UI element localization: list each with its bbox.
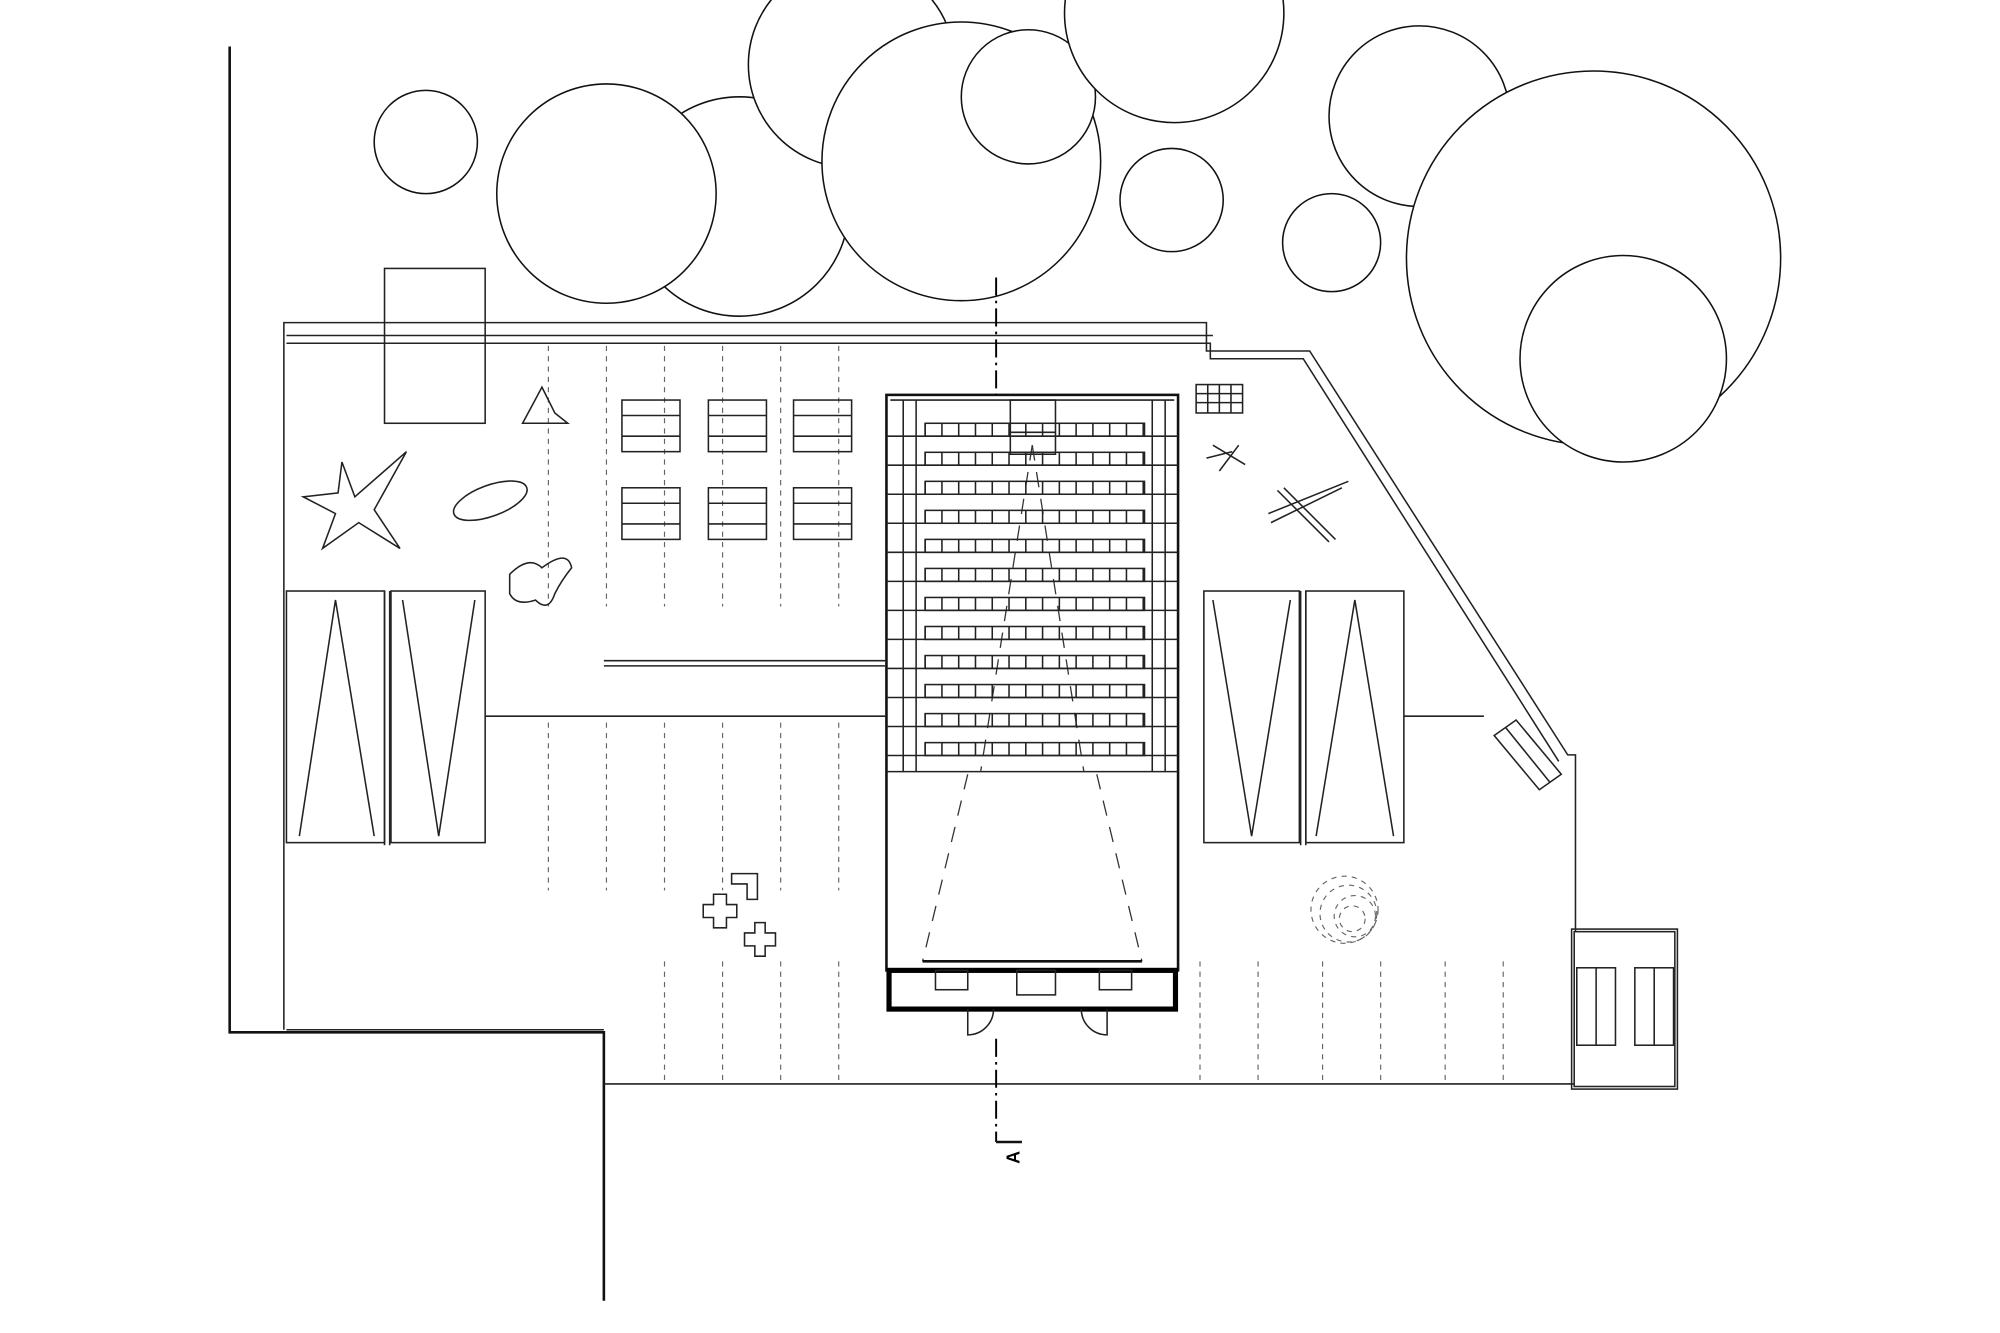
roof-box (383, 267, 486, 425)
tree-icon (960, 28, 1097, 165)
pavilion-east (1203, 590, 1405, 846)
pixel-pyramid-icon (521, 385, 570, 425)
tree-icon (1281, 192, 1382, 293)
star-sculpture-icon (300, 451, 408, 551)
tree-icon (495, 83, 717, 305)
stair-core-icon (1570, 928, 1679, 1090)
section-line: A (995, 277, 1023, 1164)
picnic-tables (621, 399, 853, 541)
tree-icon (1063, 0, 1285, 124)
section-label: A (1003, 1151, 1023, 1164)
pinwheel-icon (1206, 444, 1246, 472)
door-icon (1080, 1009, 1108, 1036)
seat-rows (886, 422, 1179, 757)
trees (373, 0, 1782, 463)
building-outline (283, 321, 1577, 1085)
sculptures (300, 383, 1379, 957)
property-boundary (228, 46, 606, 1301)
swirl-circles-icon (1310, 875, 1379, 944)
door-icon (966, 1009, 995, 1036)
tree-icon (1119, 147, 1224, 253)
blob-sculpture-icon (508, 557, 573, 606)
grid-block-icon (1195, 383, 1244, 414)
cross-sticks-icon (1268, 480, 1349, 543)
auditorium (885, 393, 1180, 1036)
tree-icon (373, 89, 479, 195)
oval-sculpture-icon (452, 480, 528, 522)
diagonal-stair-icon (1493, 719, 1563, 791)
cross-shapes-icon (702, 872, 777, 957)
tree-icon (1519, 254, 1728, 463)
pavilion-west (285, 590, 486, 846)
